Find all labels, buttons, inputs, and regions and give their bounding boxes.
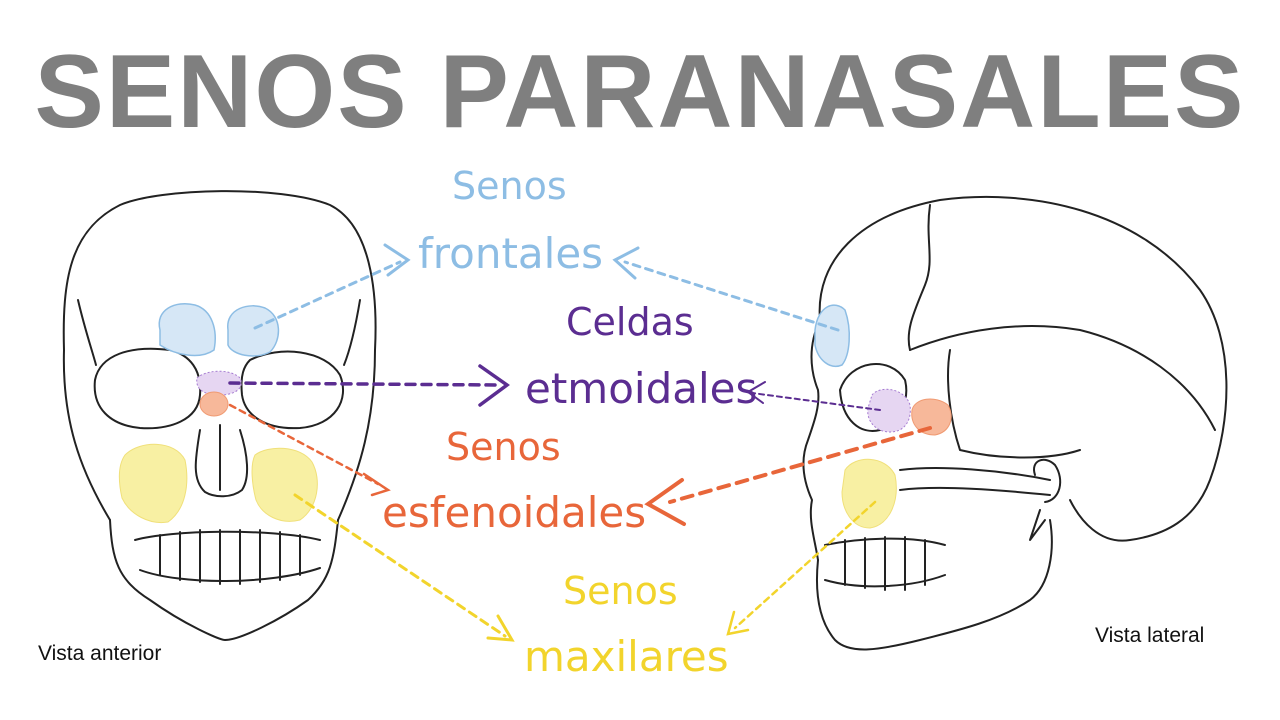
- caption-anterior-view: Vista anterior: [38, 642, 162, 665]
- maxillary-label-line1: Senos: [563, 569, 678, 613]
- ethmoid-arrows: [228, 364, 881, 411]
- anterior-ethmoid-cells: [196, 370, 242, 396]
- lateral-ethmoid-cells: [867, 388, 911, 433]
- sphenoid-arrows: [228, 403, 932, 526]
- lateral-frontal-sinus: [814, 304, 850, 367]
- anterior-frontal-sinus: [158, 303, 280, 357]
- frontal-label-line2: frontales: [418, 229, 604, 278]
- sphenoid-label-line1: Senos: [446, 425, 561, 469]
- page-title: SENOS PARANASALES: [34, 34, 1246, 150]
- anterior-sphenoid-sinus: [199, 391, 229, 417]
- caption-lateral-view: Vista lateral: [1095, 624, 1205, 647]
- ethmoid-label-line1: Celdas: [566, 300, 694, 344]
- maxillary-label-line2: maxilares: [524, 632, 729, 681]
- lateral-skull: [802, 195, 1228, 651]
- anterior-skull: [62, 190, 377, 641]
- frontal-label-line1: Senos: [452, 164, 567, 208]
- ethmoid-label-line2: etmoidales: [525, 364, 758, 413]
- lateral-maxillary-sinus: [841, 458, 897, 529]
- sphenoid-label-line2: esfenoidales: [382, 488, 647, 537]
- anterior-maxillary-sinus: [118, 443, 318, 524]
- maxillary-arrows: [293, 493, 877, 642]
- lateral-sphenoid-sinus: [911, 398, 952, 436]
- frontal-arrows: [253, 243, 840, 332]
